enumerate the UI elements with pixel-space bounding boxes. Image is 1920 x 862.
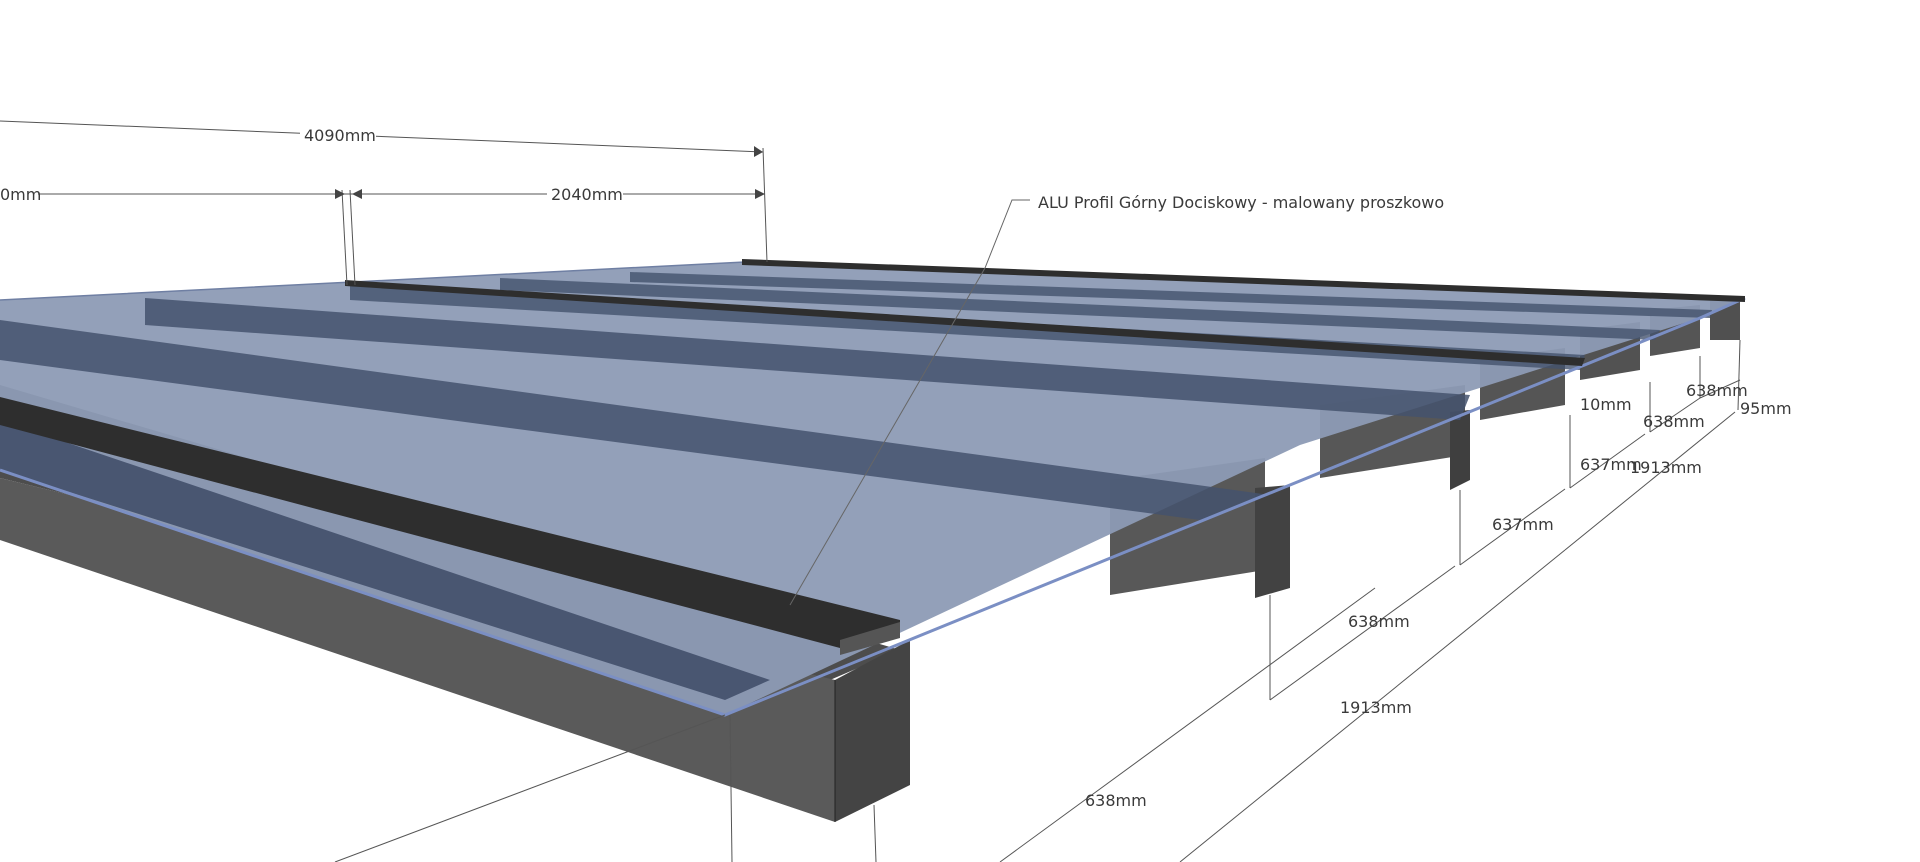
dim-638-top: 638mm [1686,381,1748,400]
dimension-labels: 4090mm 0mm 2040mm ALU Profil Górny Docis… [0,124,1792,810]
dim-638-upper: 638mm [1643,412,1705,431]
roof-structure [0,259,1746,822]
dim-638-mid: 638mm [1348,612,1410,631]
dim-638-bottom: 638mm [1085,791,1147,810]
beam-mid-1-side [1450,410,1470,490]
glass-stripe-front [0,420,770,700]
profile-callout: ALU Profil Górny Dociskowy - malowany pr… [1038,193,1444,212]
glass-edge [0,296,1746,717]
dim-1913-bottom: 1913mm [1340,698,1412,717]
glass-stripe-1 [0,320,1270,520]
dim-637-upper: 637mm [1580,455,1642,474]
profile-front [0,397,900,648]
dim-95: 95mm [1740,399,1792,418]
glass-stripe-5 [630,272,1712,318]
dim-10: 10mm [1580,395,1632,414]
dim-637-mid: 637mm [1492,515,1554,534]
dimension-arrows [335,146,765,199]
dim-2040: 2040mm [551,185,623,204]
dimension-lines [0,120,1741,862]
dim-4090: 4090mm [304,126,376,145]
glass-stripe-4 [500,278,1660,340]
beam-mid-2-side [1255,485,1290,598]
dim-1913-upper: 1913mm [1630,458,1702,477]
dim-partial-left: 0mm [0,185,41,204]
beam-main-end [835,640,910,822]
profile-front-side [840,622,900,655]
profile-back [742,259,1745,302]
glass-stripe-2 [145,298,1470,420]
beam-main-front [0,478,835,822]
profile-mid [345,280,1585,366]
